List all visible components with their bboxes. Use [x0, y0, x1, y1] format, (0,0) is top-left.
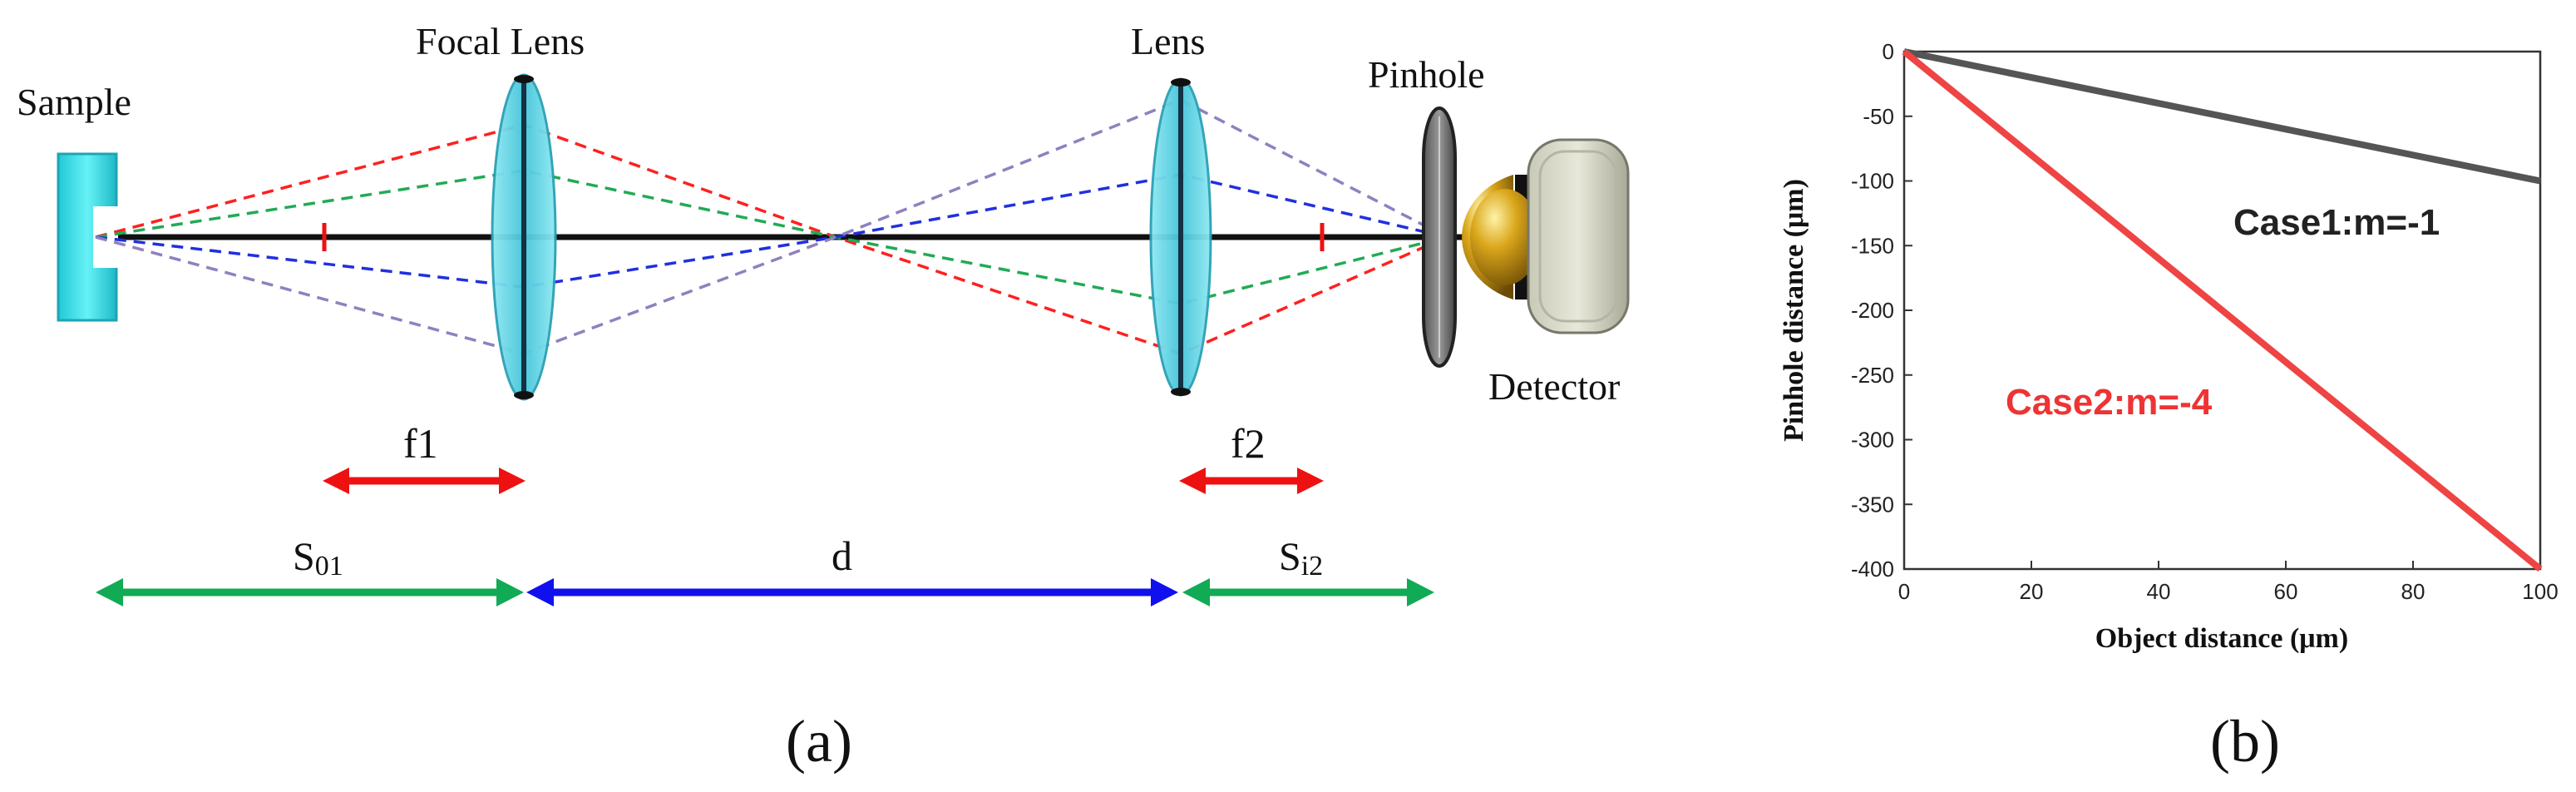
so1-label: S01: [293, 535, 343, 582]
y-tick-label: 0: [1883, 39, 1894, 64]
y-tick-label: -200: [1851, 298, 1894, 323]
panel-b-label: (b): [2210, 708, 2280, 775]
chart-ticks: 0 20 40 60 80 100 0 -50 -100 -150 -200 -250 -300 -350…: [1851, 39, 2559, 604]
f1-label: f1: [403, 420, 438, 467]
focal-lens-label: Focal Lens: [416, 20, 585, 62]
pinhole-label: Pinhole: [1368, 53, 1485, 96]
si2-label-sub: i2: [1301, 551, 1323, 582]
lens-label: Lens: [1131, 20, 1205, 62]
sample-block: [57, 152, 118, 322]
second-lens: [1149, 77, 1212, 397]
f1-dimension-arrow: [323, 468, 526, 494]
legend-case2: Case2:m=-4: [2006, 382, 2213, 423]
focal-lens: [491, 73, 557, 401]
panel-a-label: (a): [786, 708, 852, 775]
y-tick-label: -250: [1851, 363, 1894, 388]
so1-label-sub: 01: [315, 551, 343, 582]
x-tick-label: 100: [2522, 579, 2558, 604]
si2-label: Si2: [1279, 535, 1323, 582]
x-tick-label: 60: [2274, 579, 2298, 604]
si2-label-main: S: [1279, 535, 1301, 579]
detector: [1462, 138, 1630, 334]
optical-setup-diagram: Sample Focal Lens Lens Pinhole Detector …: [17, 20, 1630, 775]
y-axis-label: Pinhole distance (μm): [1779, 179, 1809, 442]
ray-purple: [95, 98, 1448, 355]
so1-dimension-arrow: [96, 578, 524, 606]
y-tick-label: -100: [1851, 169, 1894, 194]
y-tick-label: -400: [1851, 557, 1894, 582]
d-dimension-arrow: [526, 578, 1178, 606]
pinhole: [1422, 106, 1457, 368]
legend-case1: Case1:m=-1: [2233, 202, 2440, 243]
d-label: d: [832, 532, 852, 579]
x-tick-label: 20: [2020, 579, 2044, 604]
y-tick-label: -350: [1851, 492, 1894, 517]
pinhole-distance-chart: 0 20 40 60 80 100 0 -50 -100 -150 -200 -250 -300 -350…: [1779, 39, 2559, 775]
y-tick-label: -300: [1851, 428, 1894, 453]
x-tick-label: 40: [2147, 579, 2171, 604]
y-tick-label: -50: [1863, 104, 1894, 129]
light-rays: [95, 98, 1448, 355]
series-line-case2: [1902, 48, 2543, 572]
si2-dimension-arrow: [1182, 578, 1434, 606]
x-axis-label: Object distance (μm): [2095, 623, 2348, 654]
x-tick-label: 80: [2401, 579, 2425, 604]
f2-label: f2: [1231, 420, 1266, 467]
sample-label: Sample: [17, 81, 131, 123]
series-line-case1: [1903, 48, 2541, 185]
chart-lines: [1902, 48, 2543, 572]
x-tick-label: 0: [1898, 579, 1910, 604]
so1-label-main: S: [293, 535, 315, 579]
detector-label: Detector: [1488, 365, 1620, 408]
y-tick-label: -150: [1851, 233, 1894, 258]
f2-dimension-arrow: [1179, 468, 1324, 494]
ray-blue: [95, 173, 1448, 289]
